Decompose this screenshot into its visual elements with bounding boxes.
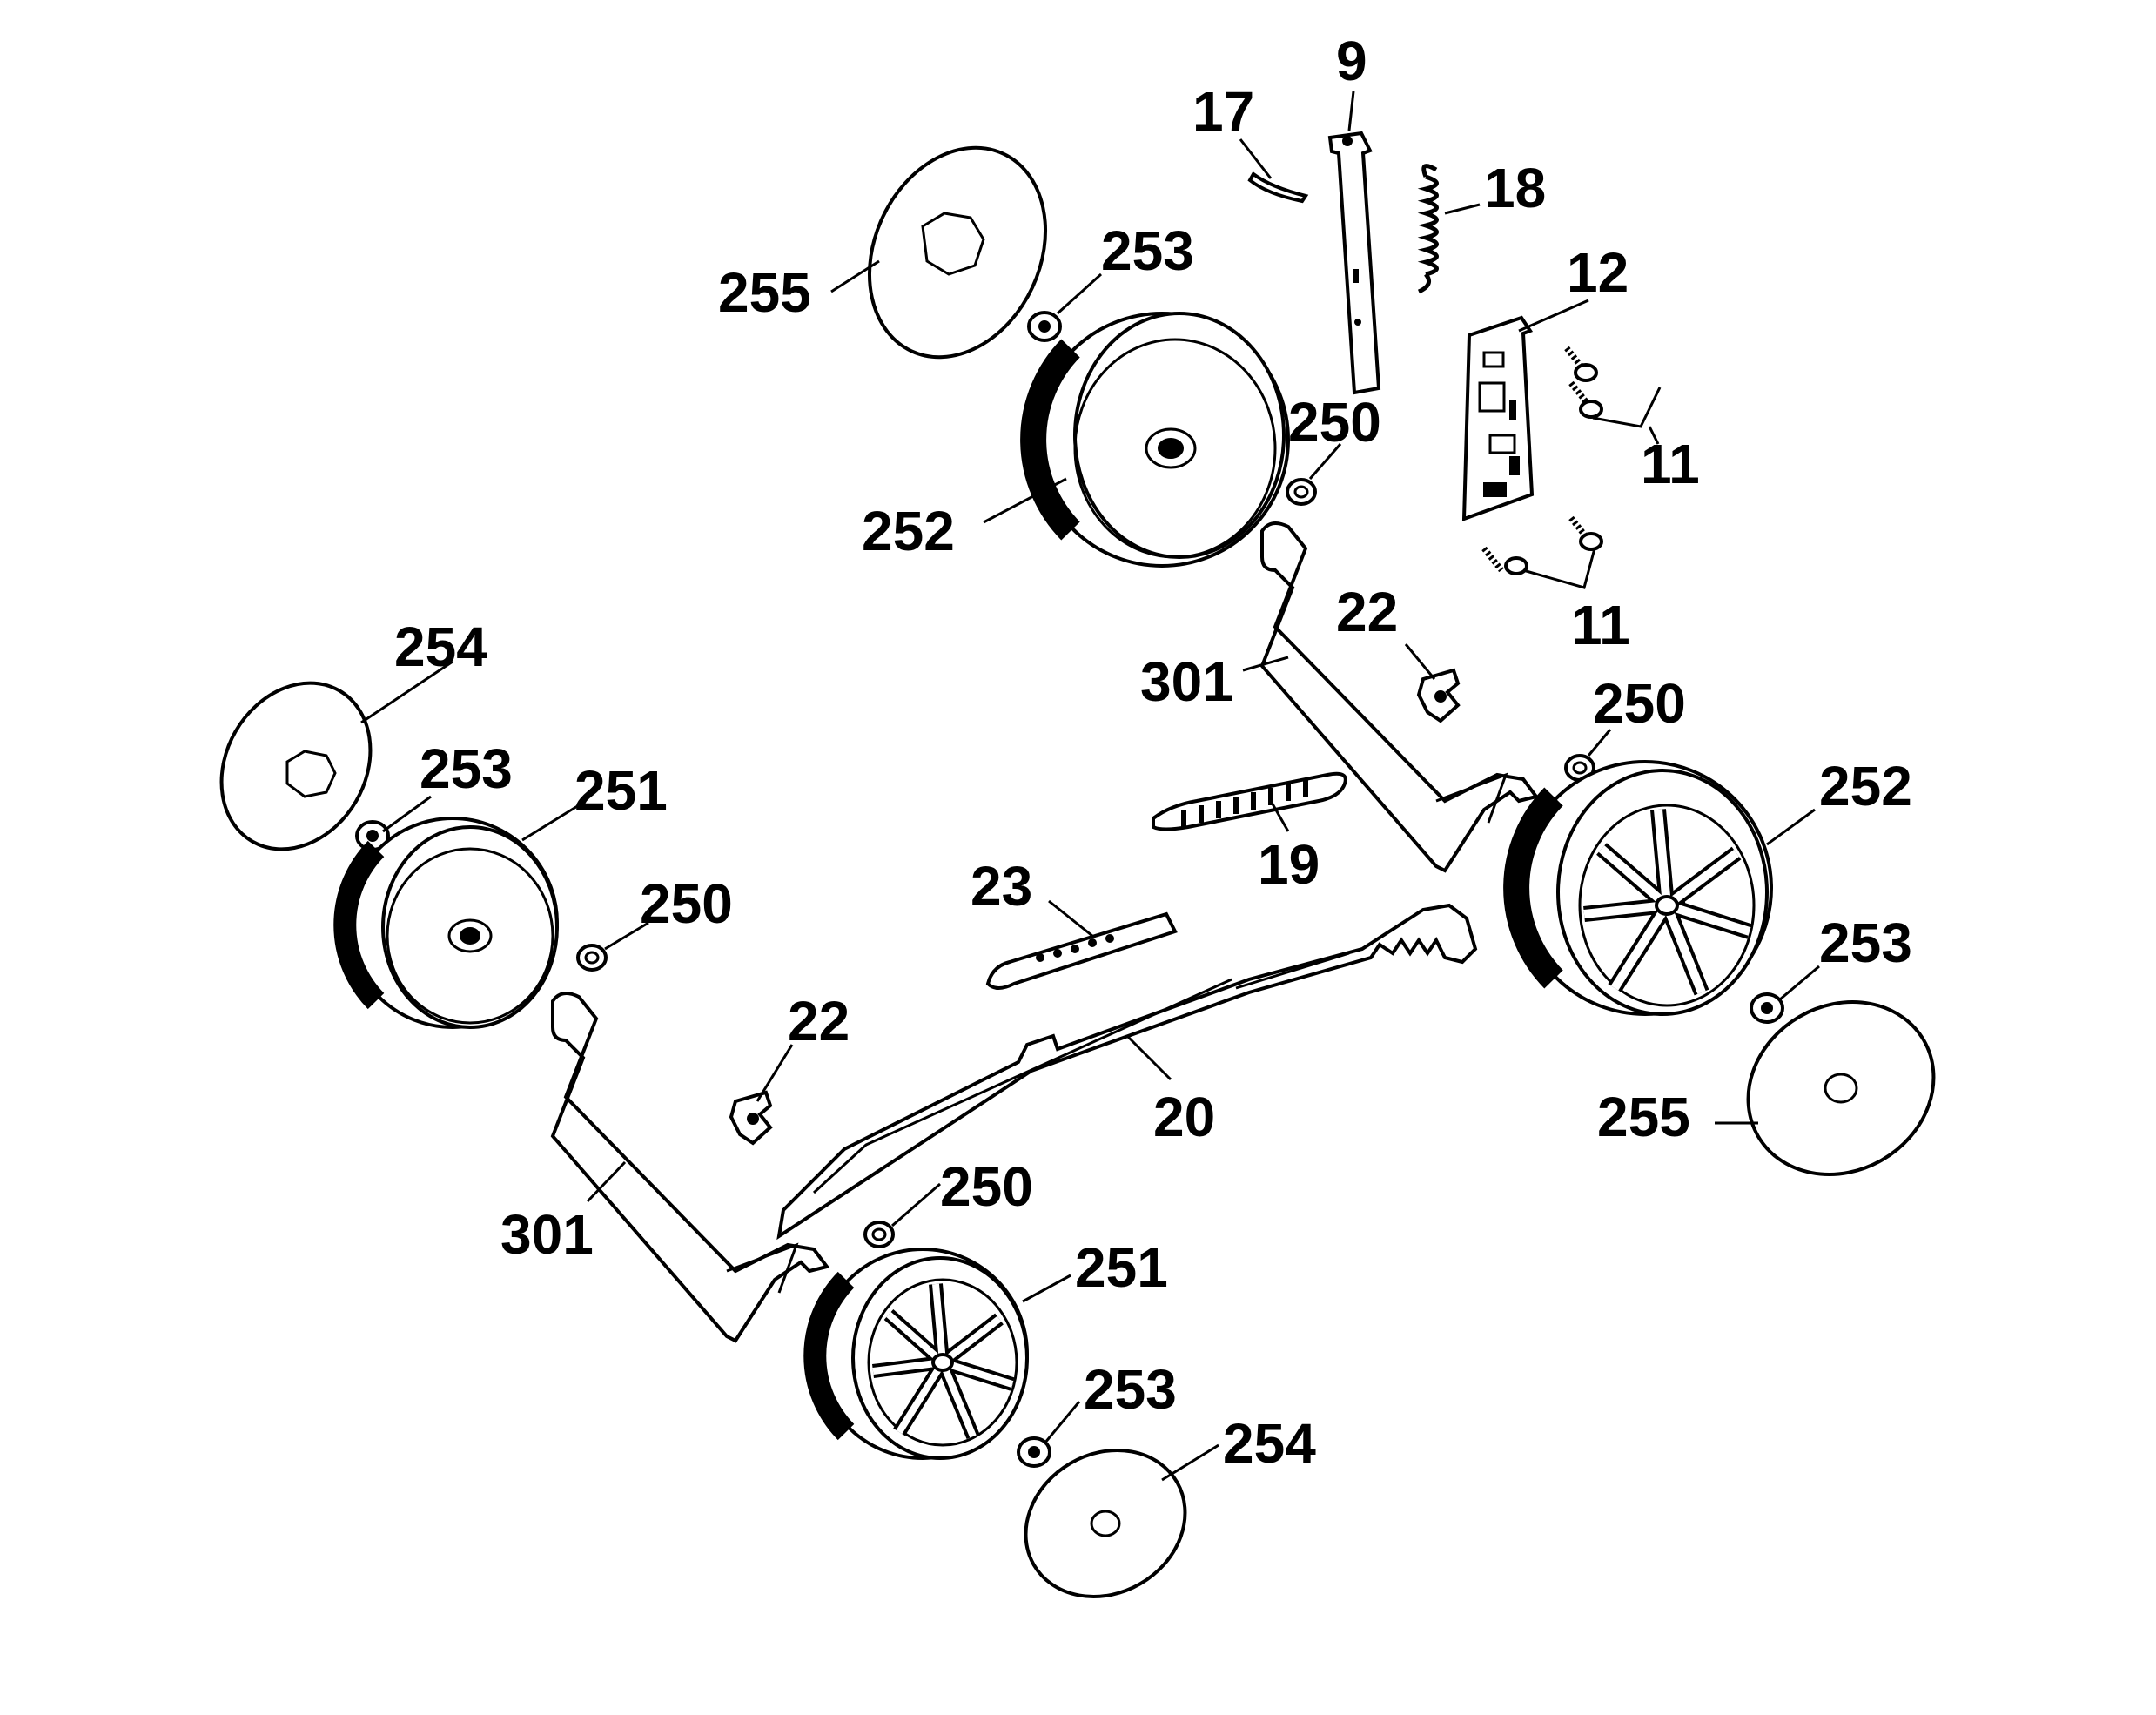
label-part-9: 9	[1336, 30, 1367, 92]
label-part-23: 23	[971, 855, 1032, 918]
hub-cap-255-right	[1746, 1000, 1936, 1176]
bracket-12	[1461, 315, 1535, 521]
label-part-22-left: 22	[788, 990, 850, 1053]
label-part-251-bottom: 251	[1075, 1236, 1168, 1299]
label-part-22-right: 22	[1336, 581, 1398, 643]
washer-250-bottom	[863, 1221, 895, 1248]
strap-9	[1327, 131, 1381, 395]
washer-250-left	[576, 944, 608, 972]
hub-cap-254-left	[219, 681, 373, 851]
wheel-251-bottom	[803, 1248, 1029, 1460]
hub-cap-254-bottom	[1024, 1448, 1187, 1599]
label-part-253-top: 253	[1101, 219, 1194, 282]
hub-cap-255-top	[867, 145, 1048, 360]
lever-23	[985, 911, 1178, 990]
label-part-301-right: 301	[1140, 650, 1233, 713]
spring-19	[1152, 771, 1347, 831]
screws-11-lower	[1481, 515, 1603, 589]
part-labels: 9 17 18 12 11 255 253 250 252 22 11 301 …	[394, 30, 1912, 1475]
label-part-253-right: 253	[1819, 911, 1912, 974]
washer-253-top	[1027, 311, 1062, 342]
screws-11-upper	[1564, 346, 1662, 428]
wheel-251-left	[333, 817, 559, 1029]
label-part-250-right: 250	[1593, 672, 1686, 735]
wheel-252-top	[1020, 312, 1290, 568]
label-part-253-bottom: 253	[1084, 1358, 1177, 1421]
label-part-251-left: 251	[574, 759, 668, 822]
clip-22-right	[1416, 668, 1461, 723]
axle-301-left	[550, 992, 830, 1343]
washer-253-right	[1750, 992, 1784, 1024]
label-part-250-bottom: 250	[940, 1155, 1033, 1218]
label-part-253-left: 253	[420, 737, 513, 800]
axle-301-right	[1259, 521, 1540, 873]
label-part-252-top: 252	[862, 500, 955, 562]
washer-253-left	[355, 820, 390, 851]
pin-17	[1247, 172, 1309, 204]
label-part-254-left: 254	[394, 615, 487, 678]
clip-22-left	[729, 1090, 773, 1146]
label-part-17: 17	[1192, 80, 1254, 143]
label-part-11-upper: 11	[1641, 433, 1700, 495]
label-part-19: 19	[1258, 833, 1320, 896]
label-part-12: 12	[1567, 241, 1629, 304]
label-part-18: 18	[1484, 157, 1546, 219]
label-part-250-top: 250	[1288, 391, 1381, 454]
label-part-11-lower: 11	[1571, 594, 1630, 656]
washer-250-right	[1564, 754, 1595, 782]
leader-lines	[360, 91, 1820, 1482]
label-part-20: 20	[1153, 1086, 1215, 1148]
label-part-255-right: 255	[1597, 1086, 1690, 1148]
label-part-254-bottom: 254	[1223, 1412, 1316, 1475]
spring-18	[1417, 164, 1439, 294]
height-lever-20	[776, 903, 1478, 1241]
washer-250-top	[1286, 478, 1317, 506]
label-part-250-left: 250	[640, 872, 733, 935]
label-part-252-right: 252	[1819, 755, 1912, 817]
washer-253-bottom	[1017, 1436, 1051, 1468]
label-part-301-left: 301	[500, 1203, 594, 1266]
wheel-252-right	[1503, 760, 1773, 1016]
label-part-255-top: 255	[718, 261, 811, 324]
